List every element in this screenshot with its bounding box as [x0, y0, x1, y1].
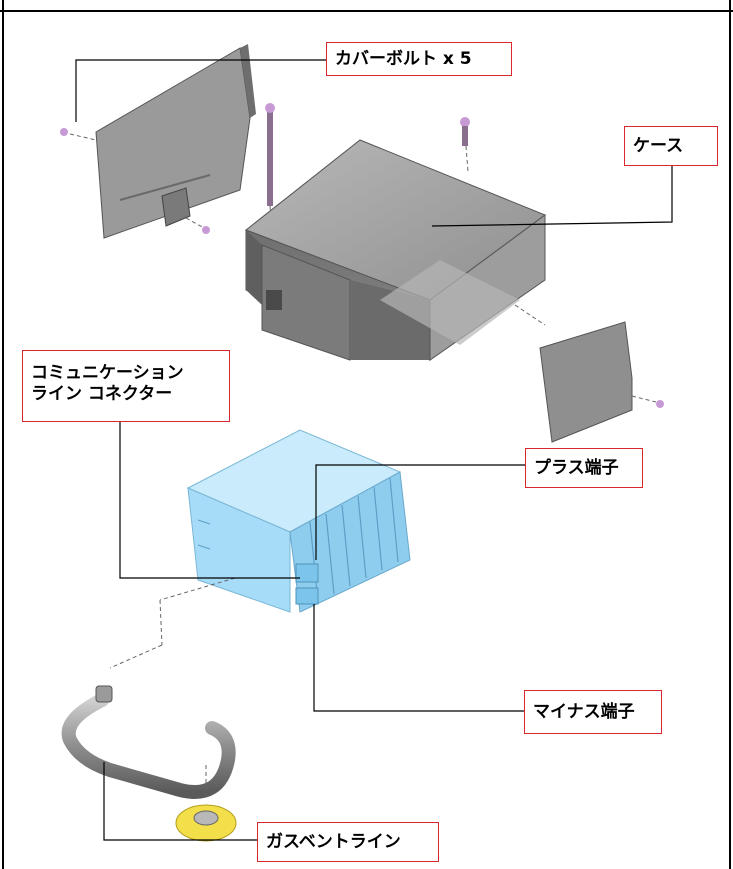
callout-cover-bolts: カバーボルト x 5 [326, 42, 512, 76]
callout-gas-vent-line: ガスベントライン [257, 822, 439, 862]
bolt-icon [656, 400, 664, 408]
callout-plus-terminal-label: プラス端子 [534, 458, 619, 478]
callout-case: ケース [624, 126, 718, 166]
gas-vent-line-part [61, 577, 237, 842]
callout-comm-connector-line2: ライン コネクター [31, 384, 173, 404]
bolt-icon [60, 128, 68, 136]
leader-lines [75, 59, 673, 841]
callout-comm-connector-line1: コミュニケーション [31, 363, 184, 383]
leader-cover-bolts-branch [75, 59, 234, 122]
leader-minus-terminal [313, 604, 524, 712]
leader-case [431, 165, 673, 227]
battery-case [244, 139, 547, 361]
callout-plus-terminal: プラス端子 [525, 448, 643, 488]
leader-comm-connector [119, 422, 300, 579]
bolt-icon [202, 226, 210, 234]
callout-gas-vent-line-label: ガスベントライン [266, 832, 401, 852]
cover-plate-right [539, 321, 664, 443]
callout-minus-terminal-label: マイナス端子 [533, 702, 635, 722]
leader-plus-terminal [315, 464, 525, 560]
callout-minus-terminal: マイナス端子 [524, 690, 662, 734]
callout-case-label: ケース [633, 136, 684, 156]
callout-cover-bolts-label: カバーボルト x 5 [335, 49, 472, 69]
top-border [0, 0, 733, 12]
battery-module [186, 429, 411, 613]
callout-comm-connector: コミュニケーション ライン コネクター [22, 350, 230, 422]
leader-gas-vent [103, 762, 257, 841]
cover-plate-left [60, 44, 256, 239]
